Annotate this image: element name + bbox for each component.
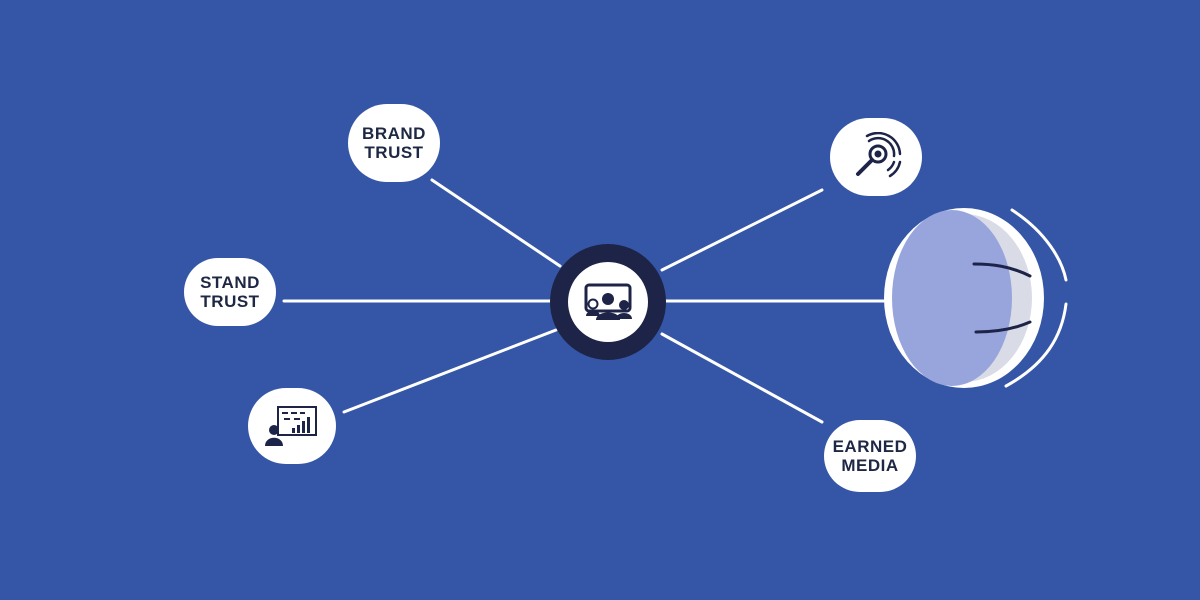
stand-trust-label: STAND TRUST [200, 273, 260, 311]
eye-lens-icon [884, 208, 1068, 388]
earned-media-label: EARNED MEDIA [832, 437, 908, 475]
presentation-node [248, 388, 336, 464]
search-signal-icon [856, 132, 902, 178]
brand-trust-label: BRAND TRUST [362, 124, 426, 162]
group-meeting-icon [584, 283, 632, 320]
earned-media-node: EARNED MEDIA [824, 420, 916, 492]
connector-earned-media [660, 332, 824, 424]
search-node [830, 118, 922, 196]
hub-inner-circle [568, 262, 648, 342]
central-hub [550, 244, 666, 360]
brand-trust-node: BRAND TRUST [348, 104, 440, 182]
connector-search [660, 188, 824, 272]
connector-presentation [342, 328, 558, 414]
presenter-chart-icon [265, 406, 317, 446]
connector-brand-trust [430, 178, 562, 268]
stand-trust-node: STAND TRUST [184, 258, 276, 326]
